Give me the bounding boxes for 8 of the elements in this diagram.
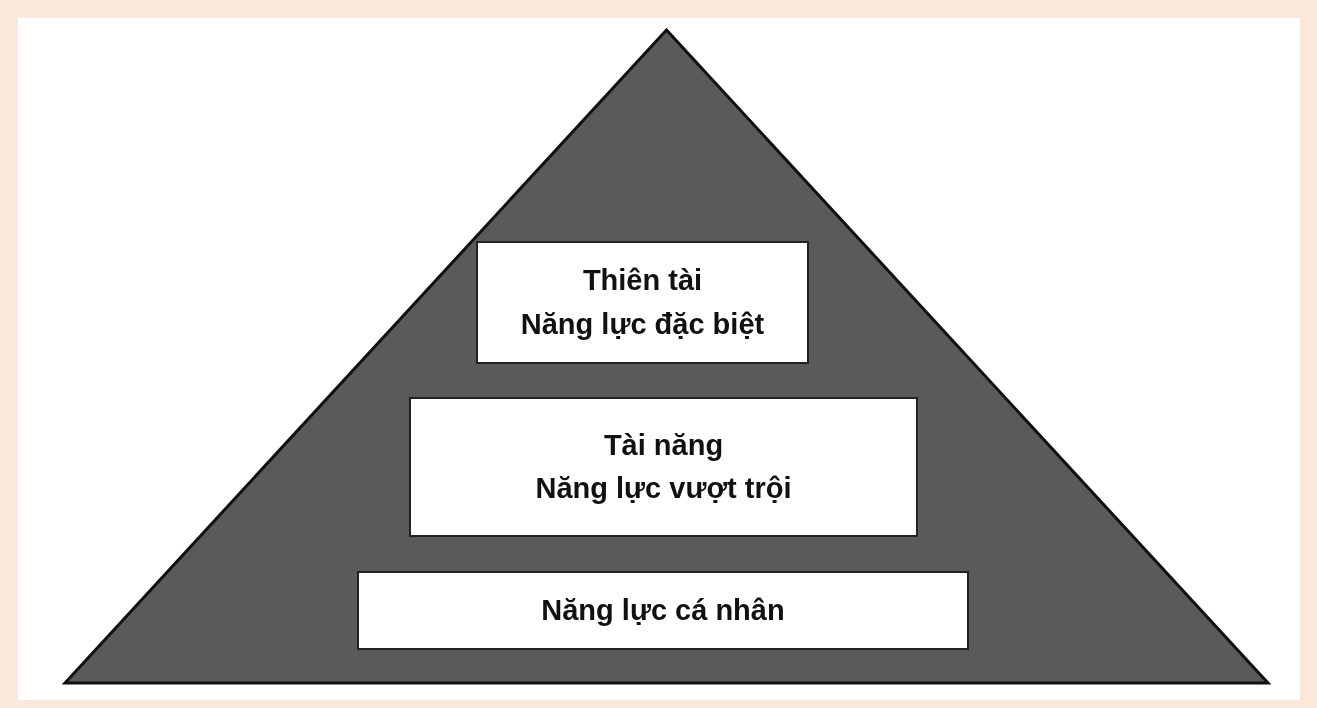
level-box bbox=[357, 571, 969, 650]
level-label: Năng lực vượt trội bbox=[535, 471, 792, 506]
level-box bbox=[409, 397, 918, 537]
level-label: Năng lực cá nhân bbox=[541, 592, 785, 628]
level-box bbox=[476, 241, 809, 364]
level-label: Thiên tài bbox=[582, 263, 703, 298]
level-label: Năng lực đặc biệt bbox=[520, 306, 765, 342]
level-label: Tài năng bbox=[603, 427, 724, 463]
